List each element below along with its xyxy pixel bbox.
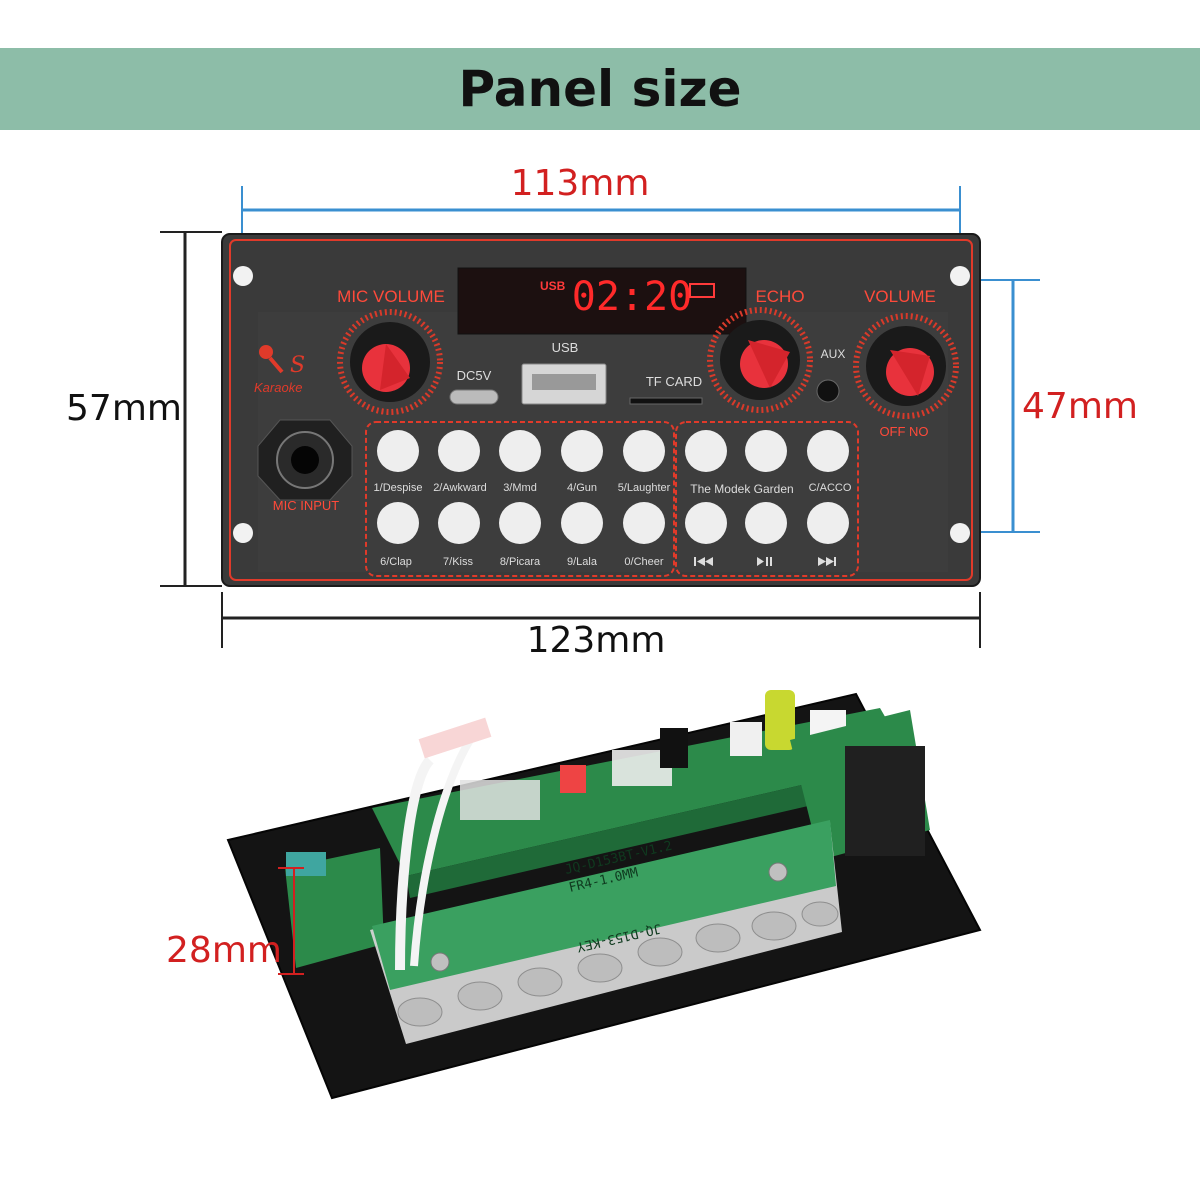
volume-knob[interactable]	[853, 313, 959, 419]
mounting-hole	[950, 266, 970, 286]
front-panel: USB 02:20 MIC VOLUME ECHO VOLUME USB	[221, 233, 981, 587]
volume-label: VOLUME	[864, 287, 936, 306]
mounting-hole	[233, 523, 253, 543]
button-0[interactable]	[623, 502, 665, 544]
button-1[interactable]	[377, 430, 419, 472]
button-2-label: 2/Awkward	[433, 482, 487, 494]
dim-depth: 28mm	[166, 867, 304, 975]
play-pause-icon	[757, 557, 772, 566]
mic-volume-label: MIC VOLUME	[337, 287, 445, 306]
button-5[interactable]	[623, 430, 665, 472]
echo-label: ECHO	[755, 287, 804, 306]
button-1-label: 1/Despise	[374, 482, 423, 494]
dim-height-total-label: 57mm	[66, 388, 182, 429]
button-4-label: 4/Gun	[567, 482, 597, 494]
led-display	[457, 267, 747, 335]
button-6[interactable]	[377, 502, 419, 544]
next-icon	[818, 557, 836, 566]
button-8[interactable]	[499, 502, 541, 544]
button-3[interactable]	[499, 430, 541, 472]
brand-letter: S	[290, 353, 305, 378]
usb-label: USB	[552, 340, 579, 355]
button-5-label: 5/Laughter	[618, 482, 671, 494]
button-2[interactable]	[438, 430, 480, 472]
aux-jack[interactable]	[816, 379, 840, 403]
mic-input-jack[interactable]	[257, 419, 353, 501]
button-4[interactable]	[561, 430, 603, 472]
display-source: USB	[540, 279, 566, 293]
button-0-label: 0/Cheer	[624, 556, 663, 568]
button-play-pause[interactable]	[745, 502, 787, 544]
previous-icon	[694, 557, 713, 566]
dim-height-holes: 47mm	[962, 279, 1138, 533]
button-8-label: 8/Picara	[500, 556, 541, 568]
dim-width-holes: 113mm	[241, 163, 961, 270]
karaoke-logo: S Karaoke	[254, 345, 305, 395]
button-acco[interactable]	[807, 430, 849, 472]
aux-label: AUX	[821, 347, 846, 361]
button-9-label: 9/Lala	[567, 556, 598, 568]
dim-depth-label: 28mm	[166, 930, 282, 971]
dim-height-total: 57mm	[66, 231, 222, 587]
dim-width-total-label: 123mm	[527, 620, 666, 661]
rear-module: JQ-D153BT-V1.2 FR4-1.0MM JQ-D153-KEY	[226, 690, 982, 1100]
mounting-hole	[233, 266, 253, 286]
brand-label: Karaoke	[254, 380, 302, 395]
echo-knob[interactable]	[707, 307, 813, 413]
dim-width-holes-label: 113mm	[511, 163, 650, 204]
mounting-hole	[950, 523, 970, 543]
page-title: Panel size	[458, 60, 742, 118]
button-7[interactable]	[438, 502, 480, 544]
title-banner: Panel size	[0, 48, 1200, 130]
battery-icon	[689, 283, 715, 298]
usb-c-port[interactable]	[449, 389, 499, 405]
dc5v-label: DC5V	[457, 368, 492, 383]
tf-card-label: TF CARD	[646, 374, 702, 389]
button-previous[interactable]	[685, 502, 727, 544]
mode-garden-label: The Modek Garden	[690, 482, 793, 496]
button-garden[interactable]	[745, 430, 787, 472]
off-on-label: OFF NO	[879, 424, 928, 439]
dim-width-total: 123mm	[221, 592, 981, 661]
button-9[interactable]	[561, 502, 603, 544]
tf-card-slot[interactable]	[629, 397, 703, 405]
button-6-label: 6/Clap	[380, 556, 412, 568]
mic-input-label: MIC INPUT	[273, 498, 340, 513]
button-mode[interactable]	[685, 430, 727, 472]
button-next[interactable]	[807, 502, 849, 544]
button-acco-label: C/ACCO	[809, 482, 852, 494]
button-3-label: 3/Mmd	[503, 482, 537, 494]
button-7-label: 7/Kiss	[443, 556, 473, 568]
dim-height-holes-label: 47mm	[1022, 386, 1138, 427]
display-time: 02:20	[572, 274, 692, 320]
mic-volume-knob[interactable]	[337, 309, 443, 415]
